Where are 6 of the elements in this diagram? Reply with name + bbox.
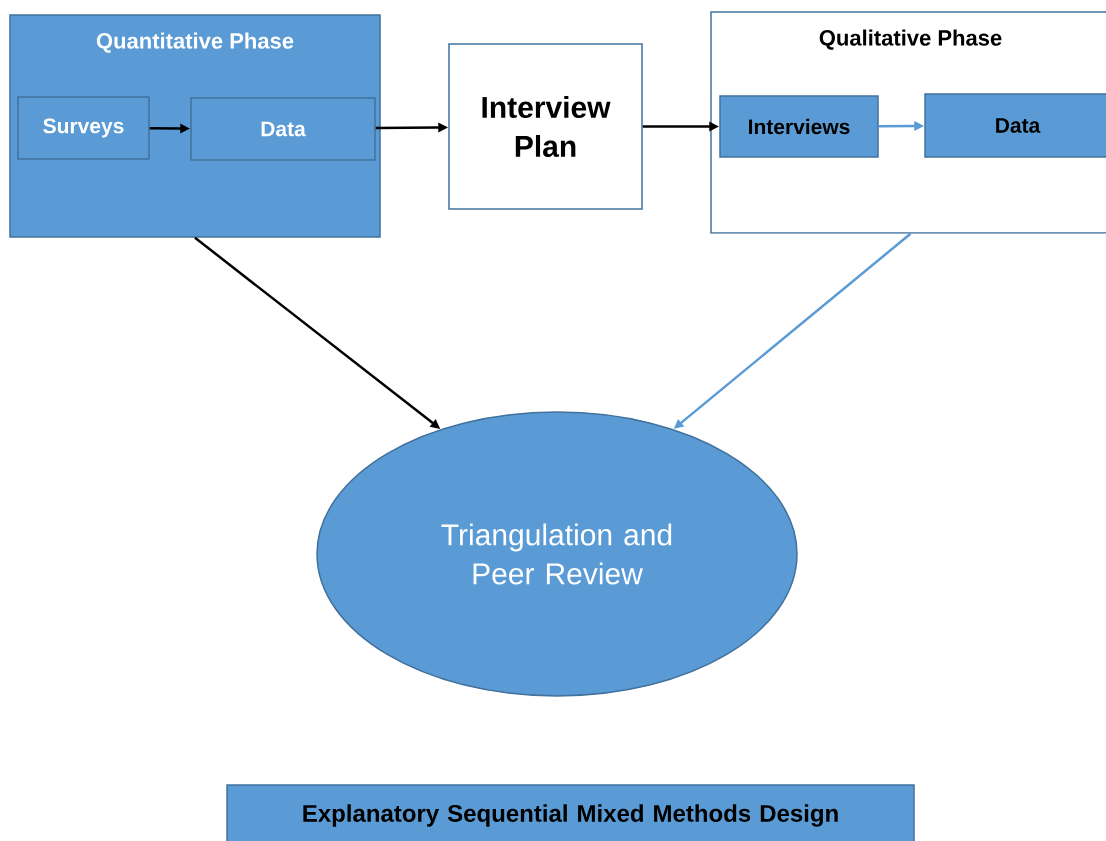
process-box: Interview Plan	[448, 43, 643, 210]
process-box: Data	[924, 93, 1106, 158]
process-box: Surveys	[17, 96, 150, 160]
title-box: Explanatory Sequential Mixed Methods Design	[226, 784, 915, 841]
process-box: Interviews	[719, 95, 879, 158]
process-box: Data	[190, 97, 376, 161]
